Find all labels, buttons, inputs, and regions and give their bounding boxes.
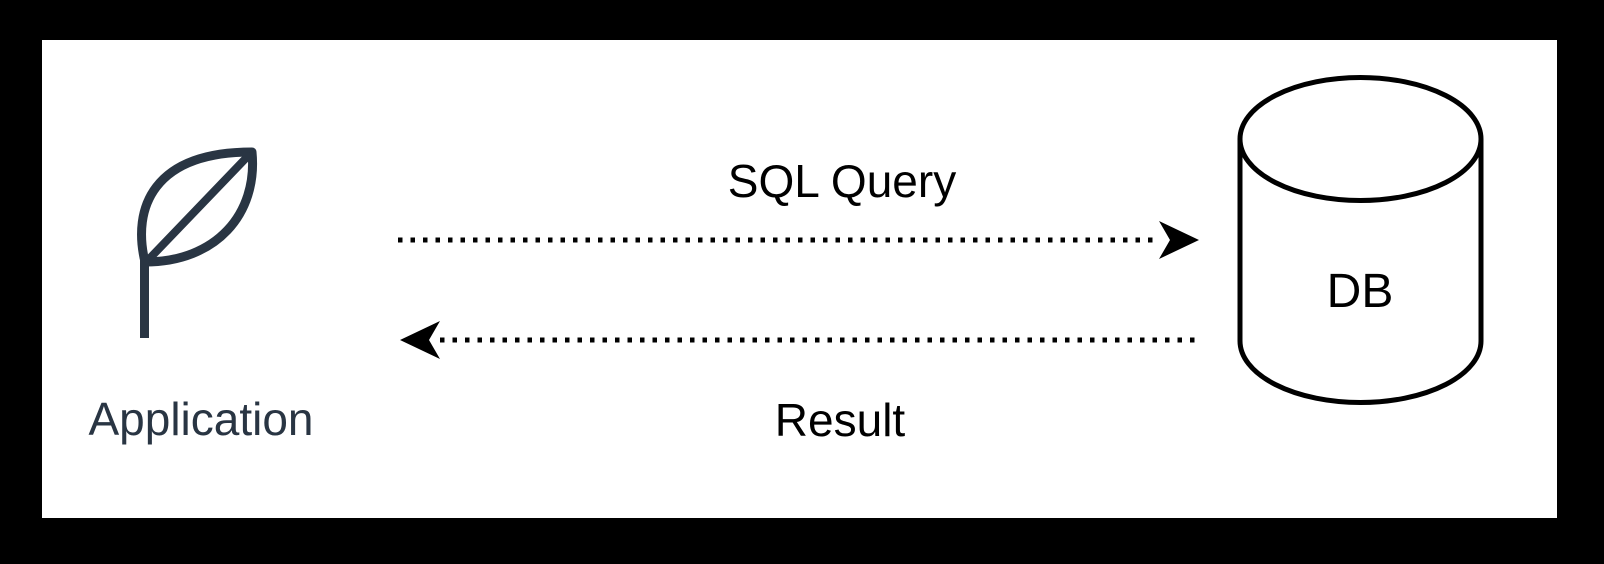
application-node-label: Application	[88, 393, 314, 445]
sql-query-edge-label: SQL Query	[727, 155, 957, 207]
database-cylinder-icon	[1237, 75, 1484, 405]
arrowhead-right-icon	[1159, 221, 1199, 259]
database-node-label: DB	[1326, 265, 1394, 318]
result-arrow	[400, 321, 1200, 359]
arrowhead-left-icon	[400, 321, 440, 359]
result-edge-label: Result	[774, 394, 906, 446]
sql-query-arrow	[398, 221, 1199, 259]
leaf-icon	[137, 147, 258, 338]
